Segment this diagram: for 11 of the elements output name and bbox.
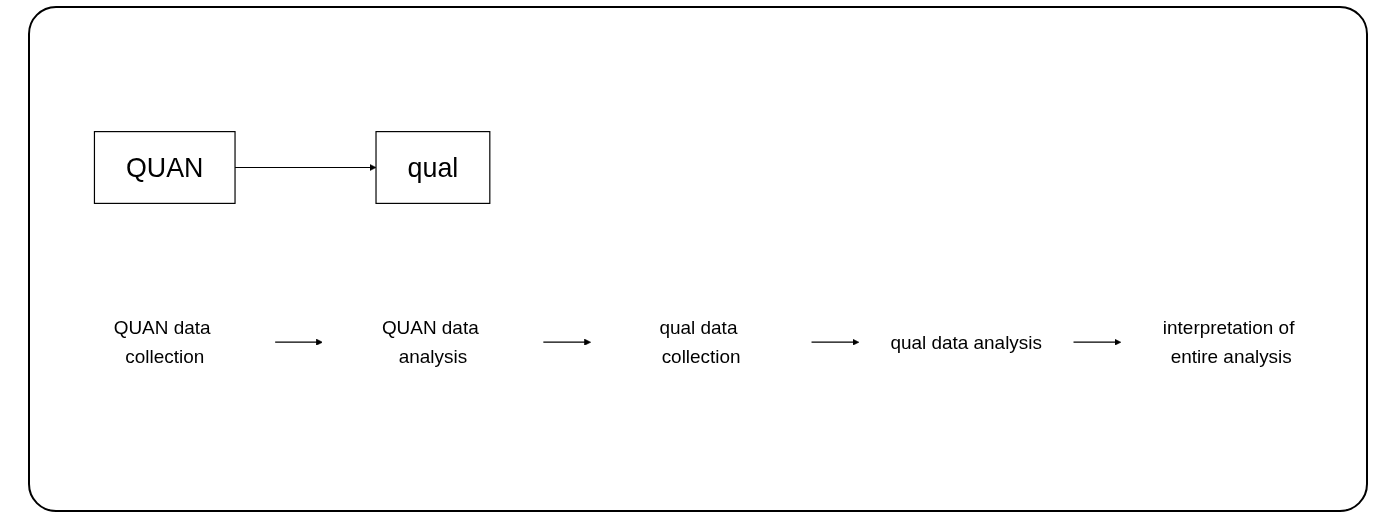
node-box: qual xyxy=(375,131,491,204)
node-text: interpretation of entire analysis xyxy=(1162,316,1295,367)
node-text: qual data collection xyxy=(659,316,741,367)
node-text: qual data analysis xyxy=(890,331,1042,353)
node-text: QUAN data collection xyxy=(113,316,211,367)
arrow xyxy=(810,338,860,346)
arrow xyxy=(274,338,323,346)
node-text: QUAN data analysis xyxy=(381,316,479,367)
node-box: QUAN xyxy=(93,131,236,204)
arrow xyxy=(1072,338,1122,346)
arrow xyxy=(542,338,591,346)
